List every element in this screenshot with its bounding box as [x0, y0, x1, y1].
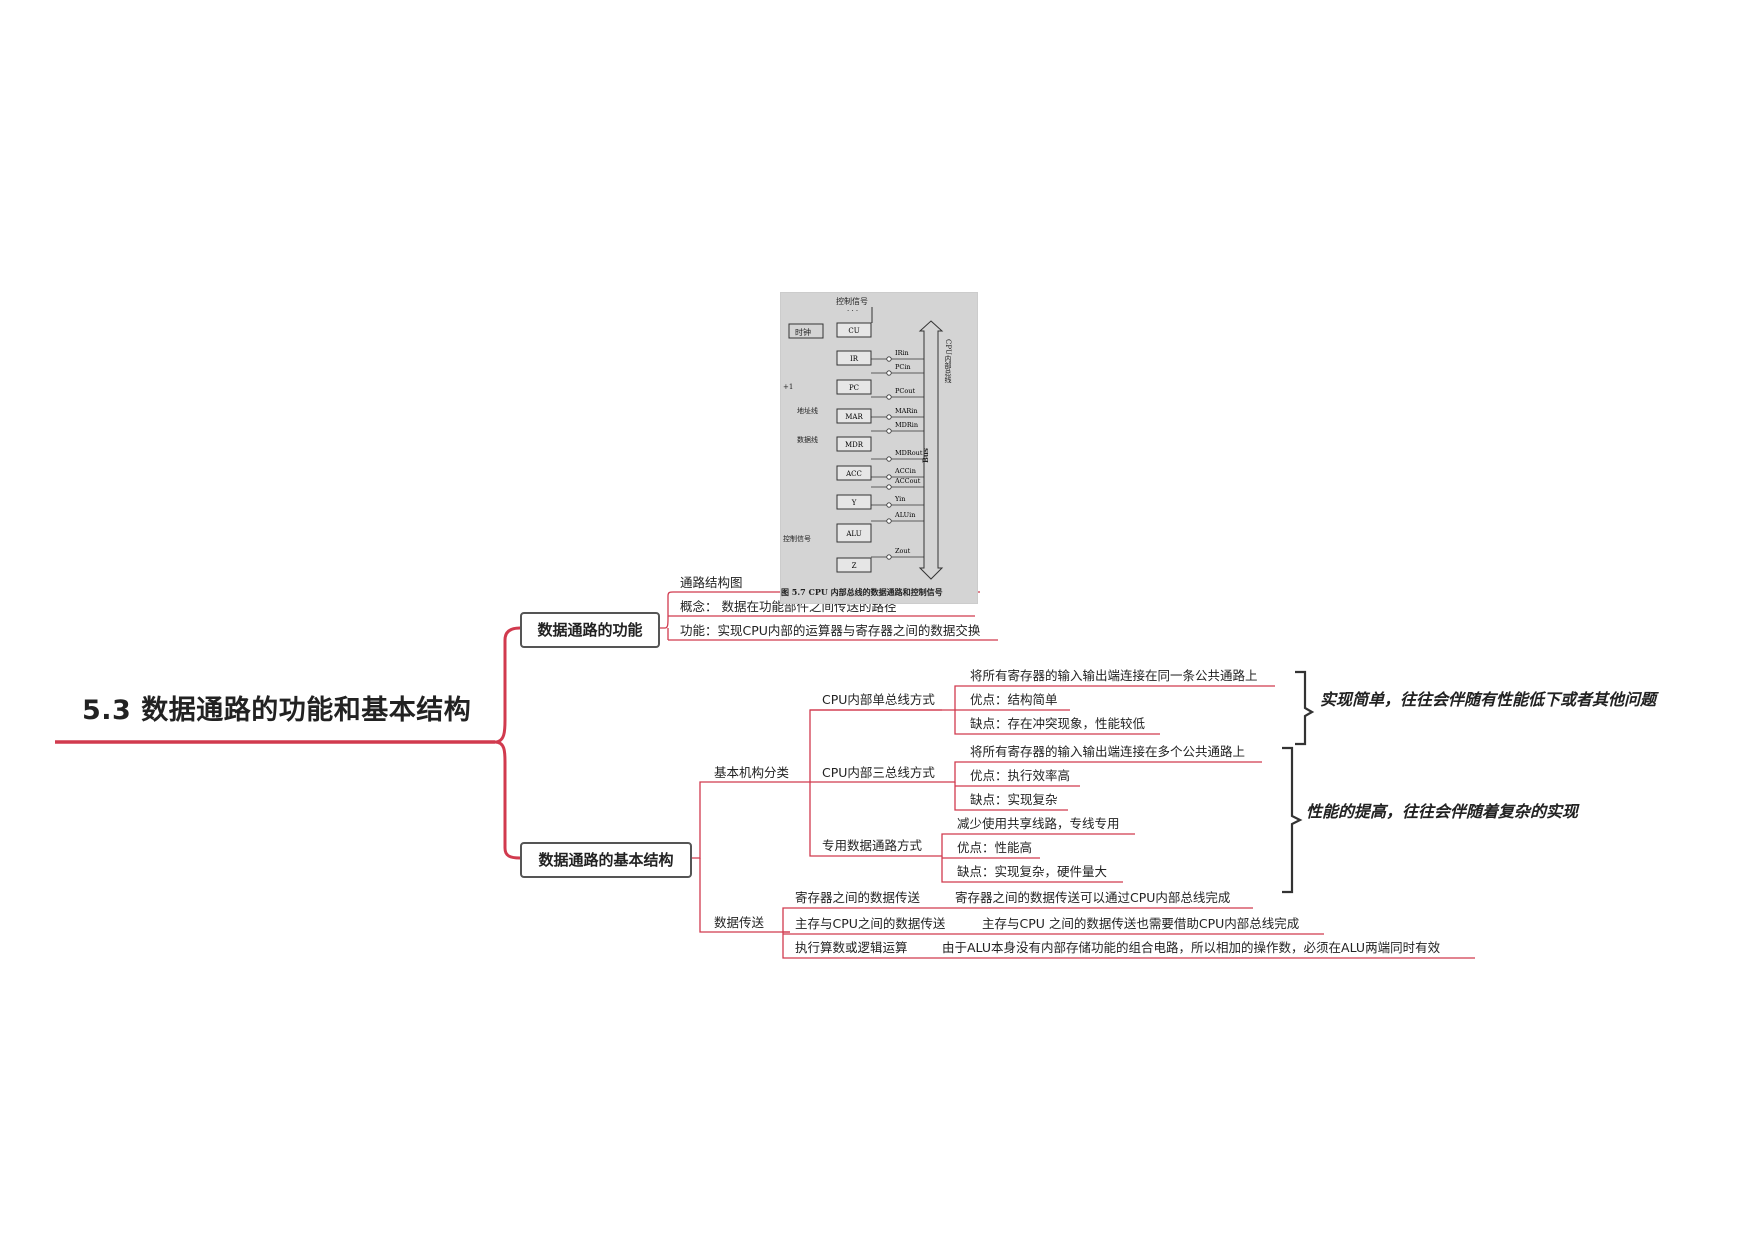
single-bus-item-3: 缺点：存在冲突现象，性能较低	[970, 716, 1146, 731]
fig-bus-cn: CPU内部总线	[944, 339, 952, 383]
fig-ctrl-signal: 控制信号	[783, 534, 811, 543]
triple-bus-label: CPU内部三总线方式	[822, 765, 935, 780]
fig-signal-label: MARin	[895, 407, 918, 415]
transfer-row-2-label: 主存与CPU之间的数据传送	[795, 916, 946, 931]
fig-signals-group: IRinPCinPCoutMARinMDRinMDRoutACCinACCout…	[871, 349, 924, 560]
fig-register-box	[836, 408, 872, 424]
fig-dots: · · ·	[847, 307, 858, 315]
fig-signal-label: IRin	[895, 349, 909, 357]
fig-signal-label: PCout	[895, 387, 915, 395]
fig-signal-label: MDRout	[895, 449, 923, 457]
dedicated-item-1: 减少使用共享线路，专线专用	[957, 816, 1120, 831]
fig-register-box	[836, 523, 872, 543]
fig-register-label: MAR	[845, 413, 863, 421]
fig-signal-label: MDRin	[895, 421, 918, 429]
fig-register-label: IR	[850, 355, 859, 363]
fig-register-label: ACC	[845, 470, 862, 478]
fig-register-box	[836, 379, 872, 395]
branch-structure-label: 数据通路的基本结构	[538, 851, 674, 869]
fig-register-box	[836, 494, 872, 510]
fig-register-box	[836, 350, 872, 366]
single-bus-label: CPU内部单总线方式	[822, 692, 935, 707]
fig-bus-en: Bus	[921, 448, 930, 463]
note-single-bus: 实现简单，往往会伴随有性能低下或者其他问题	[1320, 690, 1657, 709]
fig-signal-gate	[886, 518, 892, 524]
triple-bus-item-2: 优点：执行效率高	[970, 768, 1071, 783]
fig-clock-box	[788, 323, 824, 339]
fig-signal-label: PCin	[895, 363, 911, 371]
transfer-row-2-detail: 主存与CPU 之间的数据传送也需要借助CPU内部总线完成	[982, 916, 1300, 931]
fig-signal-gate	[886, 456, 892, 462]
fig-data-line: 数据线	[797, 435, 818, 444]
fig-signal-gate	[886, 414, 892, 420]
fig-signal-gate	[886, 484, 892, 490]
datapath-figure-svg: 控制信号 · · · 时钟 +1 地址线 数据线 控制信号 图 5.7 CPU …	[781, 296, 952, 597]
datapath-figure-image: 控制信号 · · · 时钟 +1 地址线 数据线 控制信号 图 5.7 CPU …	[780, 292, 978, 604]
fig-signal-gate	[886, 474, 892, 480]
fig-clock: 时钟	[795, 327, 811, 337]
fig-register-label: ALU	[845, 530, 861, 538]
fig-signal-gate	[886, 428, 892, 434]
classification-label: 基本机构分类	[714, 765, 790, 780]
fig-bus-arrow	[918, 320, 944, 580]
fig-signal-label: ACCout	[894, 477, 921, 485]
fig-signal-gate	[886, 394, 892, 400]
fig-register-label: MDR	[845, 441, 864, 449]
fig-registers-group: CU IR PC MAR MDR ACC Y ALU Z	[836, 322, 872, 573]
single-bus-item-1: 将所有寄存器的输入输出端连接在同一条公共通路上	[970, 668, 1258, 683]
transfer-row-1-detail: 寄存器之间的数据传送可以通过CPU内部总线完成	[955, 890, 1231, 905]
fig-addr-line: 地址线	[797, 406, 818, 415]
fig-top-label: 控制信号	[836, 296, 868, 306]
fig-signal-label: ALUin	[894, 511, 915, 519]
fig-plus-one: +1	[783, 383, 793, 391]
transfer-label: 数据传送	[714, 915, 765, 930]
branch-structure-node[interactable]: 数据通路的基本结构	[520, 842, 692, 878]
fig-register-label: Y	[851, 499, 857, 507]
fig-register-label: PC	[849, 384, 859, 392]
fig-signal-label: ACCin	[894, 467, 916, 475]
fig-register-box	[836, 557, 872, 573]
triple-bus-item-3: 缺点：实现复杂	[970, 792, 1058, 807]
note-multi-bus: 性能的提高，往往会伴随着复杂的实现	[1306, 802, 1579, 821]
fig-signal-label: Yin	[894, 495, 905, 503]
dedicated-label: 专用数据通路方式	[822, 838, 923, 853]
root-title: 5.3 数据通路的功能和基本结构	[82, 695, 472, 726]
triple-bus-item-1: 将所有寄存器的输入输出端连接在多个公共通路上	[970, 744, 1246, 759]
fig-register-label: Z	[852, 562, 857, 570]
fig-signal-gate	[886, 502, 892, 508]
single-bus-item-2: 优点：结构简单	[970, 692, 1058, 707]
transfer-row-1-label: 寄存器之间的数据传送	[795, 890, 921, 905]
fig-register-box	[836, 436, 872, 452]
fig-register-box	[836, 465, 872, 481]
branch-function-node[interactable]: 数据通路的功能	[520, 612, 660, 648]
dedicated-item-2: 优点：性能高	[957, 840, 1033, 855]
fig-register-box	[836, 322, 872, 338]
item-function: 功能：实现CPU内部的运算器与寄存器之间的数据交换	[680, 623, 981, 638]
branch-function-label: 数据通路的功能	[537, 621, 643, 639]
fig-signal-gate	[886, 356, 892, 362]
fig-caption: 图 5.7 CPU 内部总线的数据通路和控制信号	[781, 587, 943, 597]
item-structure-diagram: 通路结构图	[680, 575, 743, 590]
dedicated-item-3: 缺点：实现复杂，硬件量大	[957, 864, 1108, 879]
fig-signal-gate	[886, 370, 892, 376]
fig-register-label: CU	[848, 327, 859, 335]
fig-signal-gate	[886, 554, 892, 560]
transfer-row-3-label: 执行算数或逻辑运算	[795, 940, 908, 955]
fig-signal-label: Zout	[895, 547, 911, 555]
transfer-row-3-detail: 由于ALU本身没有内部存储功能的组合电路，所以相加的操作数，必须在ALU两端同时…	[942, 940, 1441, 955]
